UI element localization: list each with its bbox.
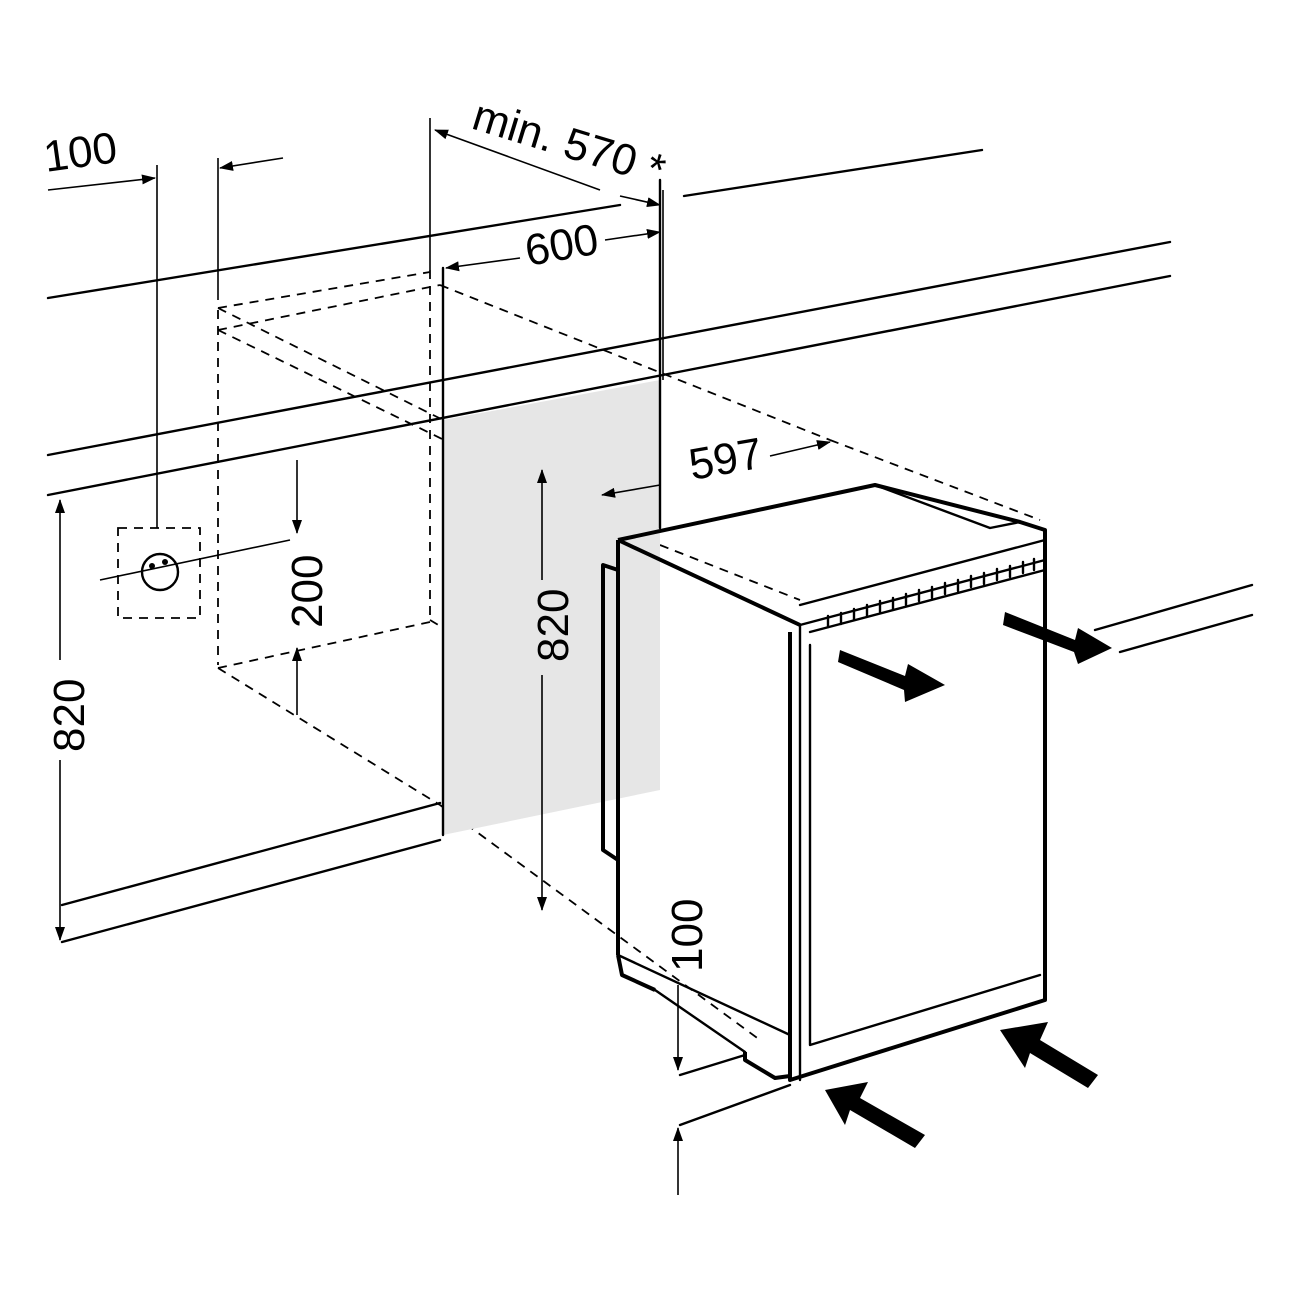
socket-icon	[100, 528, 290, 618]
dim-wall-offset: 100	[41, 123, 121, 182]
appliance	[603, 485, 1045, 1080]
airflow-out-arrow	[838, 650, 945, 702]
dim-appliance-depth: 597	[685, 429, 766, 490]
dim-socket-height: 200	[283, 555, 332, 628]
dim-niche-height: 820	[529, 589, 578, 662]
airflow-out-arrow	[1003, 612, 1112, 664]
dim-plinth-height: 100	[663, 899, 712, 972]
dim-appliance-height: 820	[45, 679, 94, 752]
airflow-in-arrow	[1000, 1022, 1098, 1088]
dim-niche-width: 600	[521, 215, 602, 276]
airflow-in-arrow	[825, 1082, 925, 1148]
airflow-arrows	[825, 612, 1112, 1148]
dim-depth-min: min. 570 *	[467, 91, 671, 196]
